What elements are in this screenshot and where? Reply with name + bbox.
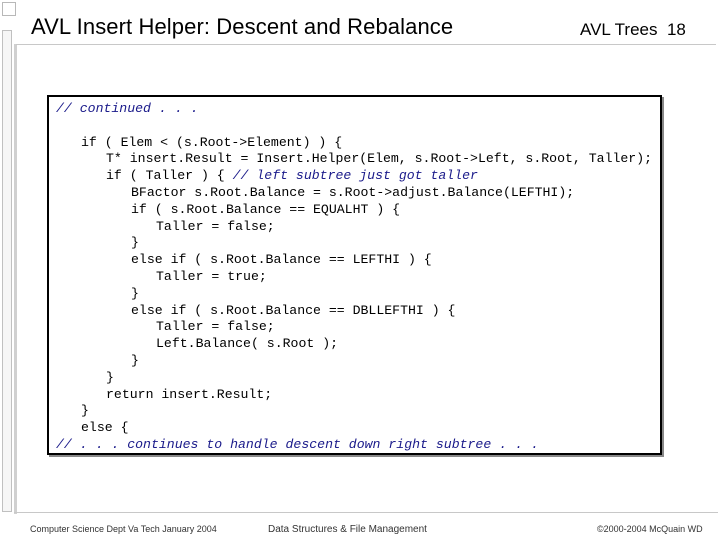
code-line: } [106, 369, 114, 385]
slide-left-rule [14, 44, 17, 514]
slide-title: AVL Insert Helper: Descent and Rebalance [31, 14, 454, 39]
slide-number: 18 [666, 20, 686, 39]
footer-left: Computer Science Dept Va Tech January 20… [30, 524, 217, 534]
code-listing: // continued . . . if ( Elem < (s.Root->E… [47, 95, 662, 455]
footer-divider [14, 512, 718, 513]
code-line: } [131, 235, 139, 251]
code-line: Taller = true; [156, 269, 267, 284]
slide-corner-decoration [2, 2, 16, 16]
slide-header-label: AVL Trees 18 [580, 20, 686, 40]
footer-center: Data Structures & File Management [268, 524, 427, 535]
slide-topic: AVL Trees [580, 20, 658, 39]
code-line: // continued . . . [56, 101, 199, 116]
code-line: else if ( s.Root.Balance == LEFTHI ) { [131, 252, 432, 268]
code-line: Taller = false; [156, 319, 275, 335]
code-line: if ( Taller ) { // left subtree just got… [106, 168, 478, 184]
footer-right: ©2000-2004 McQuain WD [597, 524, 703, 534]
code-line: else if ( s.Root.Balance == DBLLEFTHI ) … [131, 302, 456, 318]
code-line: Taller = false; [156, 218, 275, 234]
slide-left-bar-decoration [2, 30, 12, 512]
code-line: } [131, 353, 139, 368]
code-line: Left.Balance( s.Root ); [156, 336, 339, 352]
code-line: } [131, 285, 139, 301]
code-line: BFactor s.Root.Balance = s.Root->adjust.… [131, 185, 575, 200]
code-line: } [81, 403, 89, 419]
code-line: T* insert.Result = Insert.Helper(Elem, s… [106, 151, 653, 167]
code-line: // . . . continues to handle descent dow… [56, 437, 539, 452]
code-line: if ( s.Root.Balance == EQUALHT ) { [131, 201, 401, 217]
title-divider [16, 44, 716, 45]
code-line: if ( Elem < (s.Root->Element) ) { [81, 134, 343, 150]
code-line: return insert.Result; [106, 386, 273, 402]
code-line: else { [81, 420, 129, 436]
